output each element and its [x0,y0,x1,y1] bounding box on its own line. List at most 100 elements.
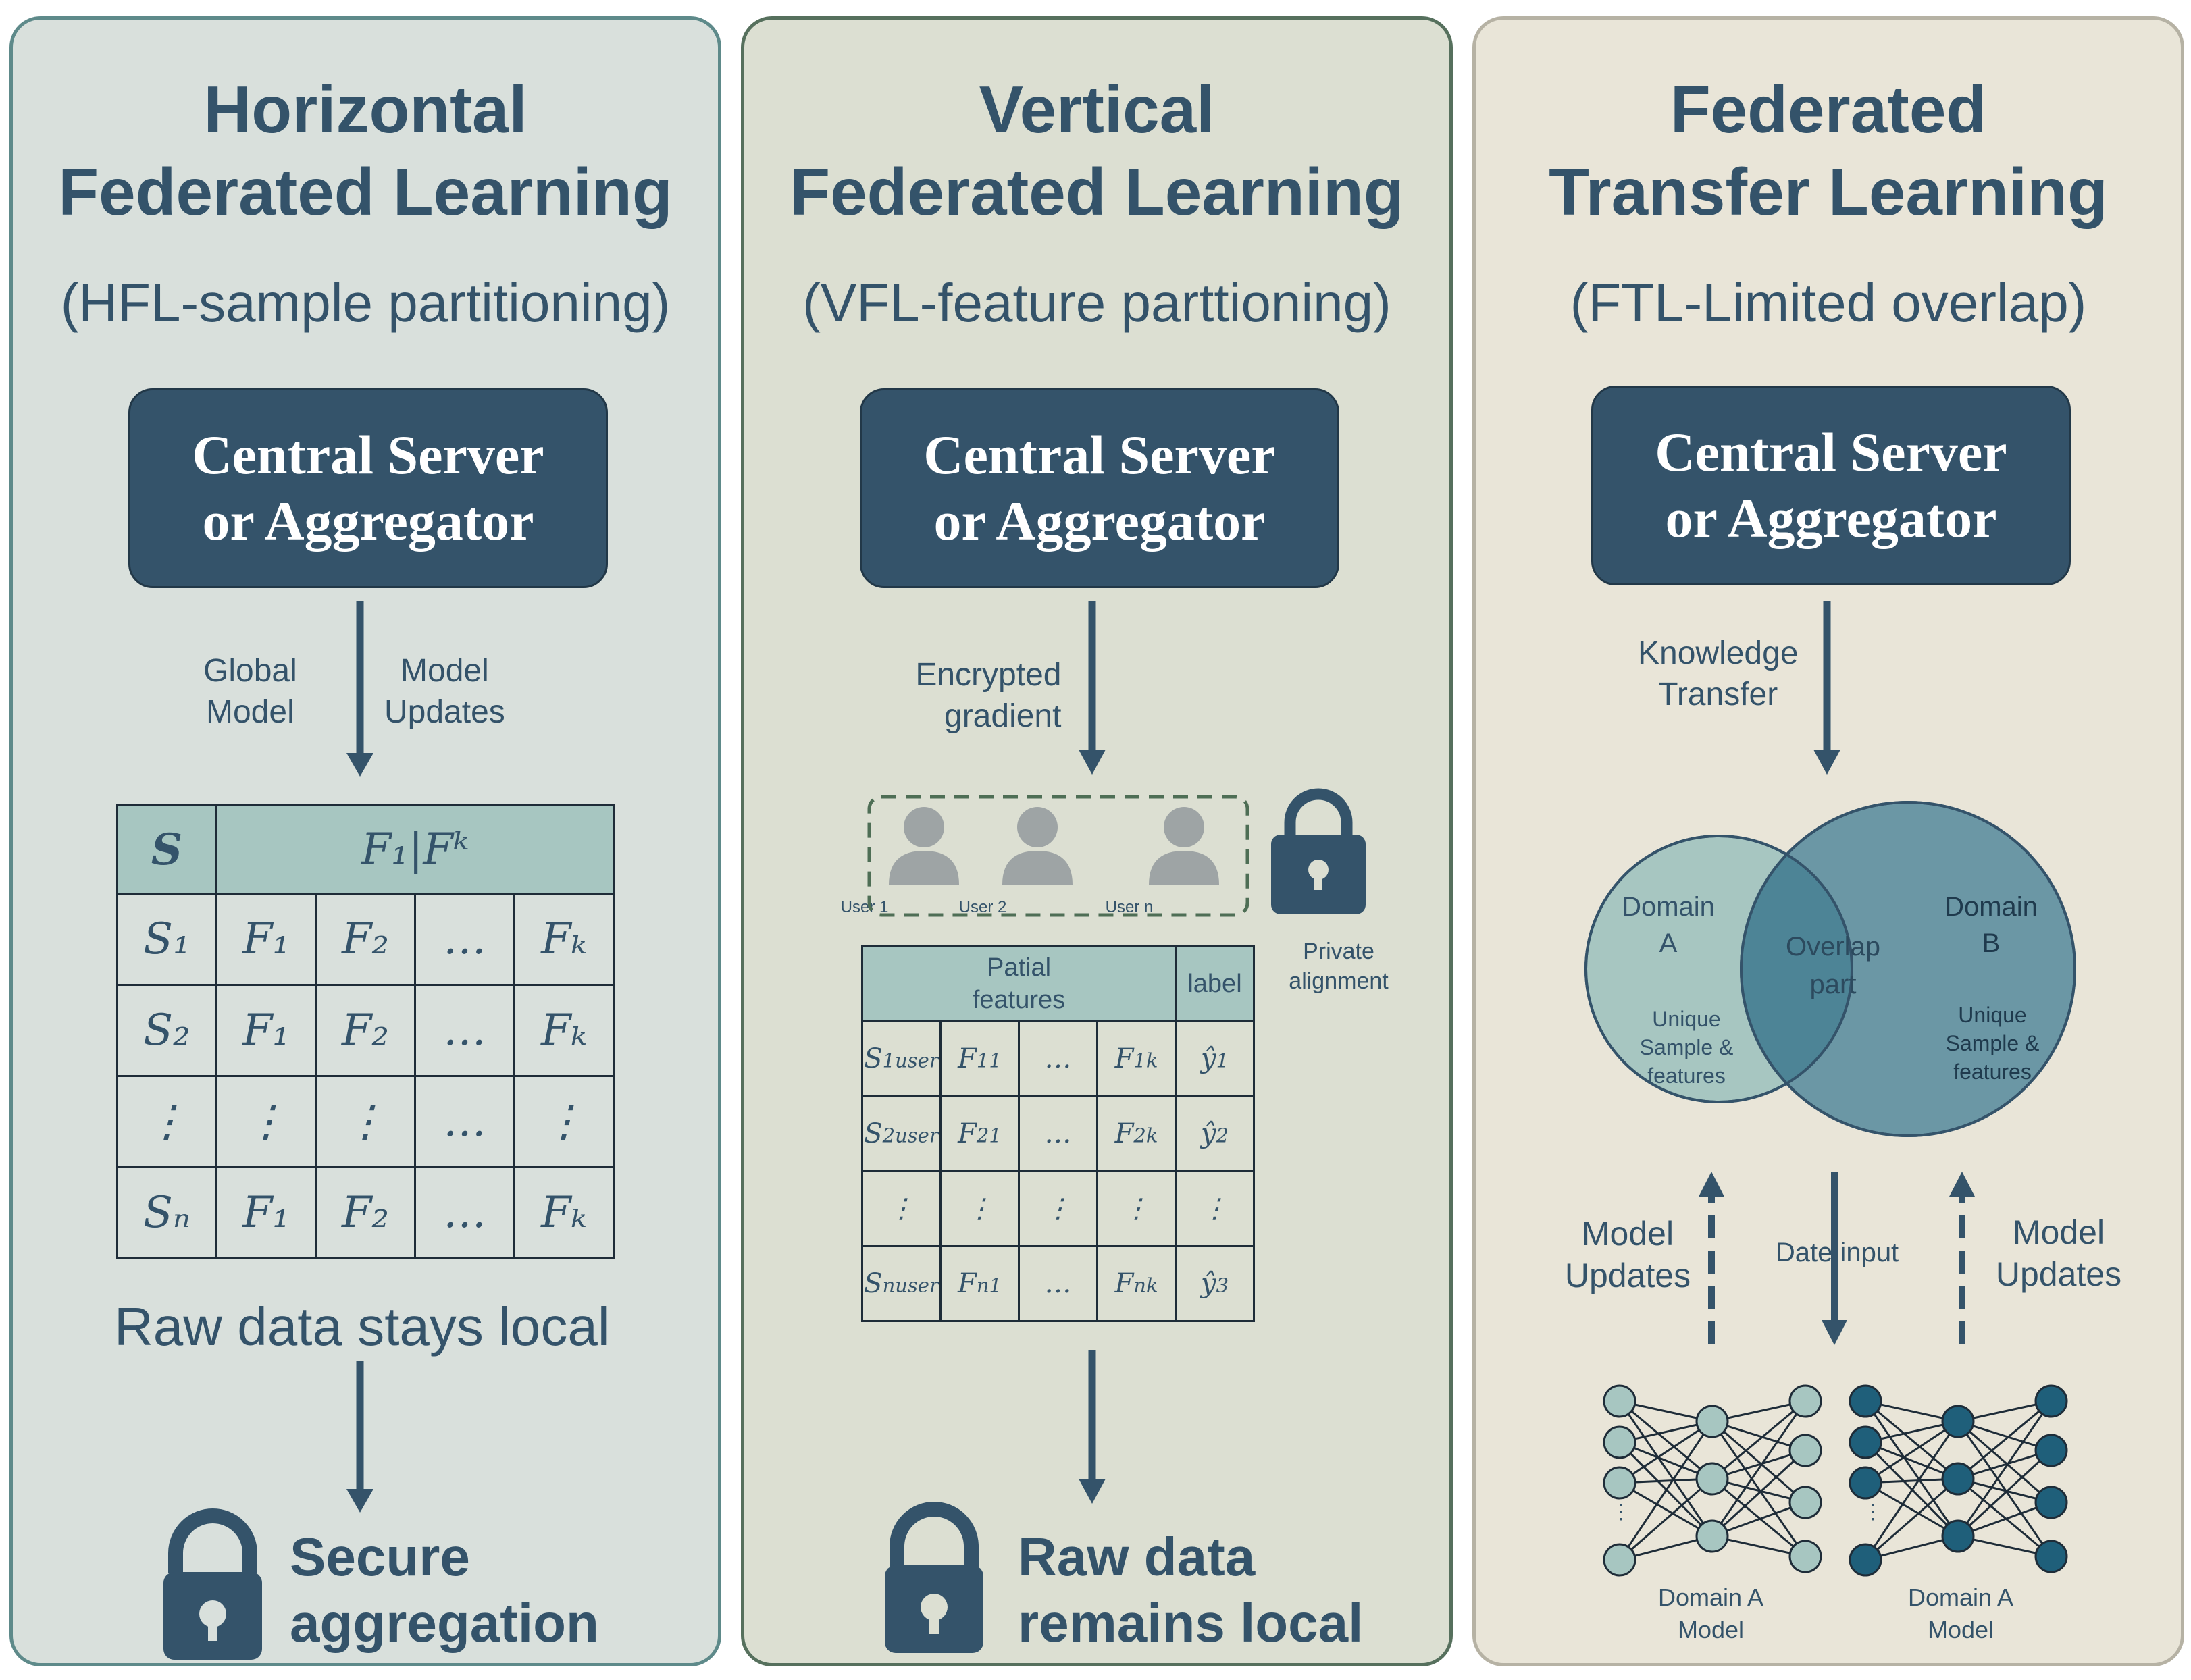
down-arrow-icon [1079,1350,1106,1504]
ftl-knowledge-line2: Transfer [1658,677,1778,712]
network-node [1603,1543,1636,1577]
network-edge [1865,1420,1959,1484]
network-edge [1865,1441,1959,1480]
network-edge [1619,1481,1713,1538]
table-row: S2user F21 … F2k ŷ2 [861,1095,1255,1172]
table-cell: ⋮ [215,1075,317,1168]
ftl-model2-line1: Domain A [1907,1583,2014,1611]
vfl-encrypted-line1: Encrypted [915,657,1062,693]
hfl-footer-line1: Secure [290,1527,470,1587]
table-cell: ⋮ [1018,1170,1098,1247]
network-edge [1618,1400,1713,1537]
ftl-model1-label: Domain A Model [1643,1581,1778,1646]
table-row: ⋮ ⋮ ⋮ ⋮ ⋮ [861,1170,1255,1247]
ftl-model1-line2: Model [1677,1616,1745,1644]
ftl-overlap-line1: Overlap [1785,932,1881,962]
network-node [1849,1543,1882,1577]
table-cell: F₁ [215,893,317,986]
table-cell: … [414,1166,515,1259]
ftl-domain-b-unique: Unique Sample & features [1922,1001,2063,1086]
network-node [2034,1540,2068,1573]
ftl-domain-a-line2: A [1659,928,1678,958]
table-cell: ⋮ [1175,1170,1255,1247]
table-cell: Fn1 [939,1245,1020,1322]
ftl-overlap-line2: part [1809,970,1857,999]
network-edge [1957,1400,2052,1480]
user-icon [1149,807,1219,885]
hfl-footer-line2: aggregation [290,1593,599,1653]
table-cell: Fₖ [513,984,615,1077]
network-node [1603,1466,1636,1500]
table-cell: Fₖ [513,1166,615,1259]
table-cell: F₂ [315,893,416,986]
user-icon [1002,807,1073,885]
table-cell: ⋮ [315,1075,416,1168]
ftl-title-line2: Transfer Learning [1549,155,2108,229]
network-edge [1711,1477,1806,1558]
network-edge [1957,1449,2053,1538]
hfl-global-model-line1: Global [203,653,297,689]
vfl-private-alignment-label: Private alignment [1264,937,1413,996]
dashed-up-arrow-icon [1949,1172,1975,1344]
table-cell: ŷ1 [1175,1020,1255,1097]
table-cell: … [1018,1245,1098,1322]
neural-network-icon [1849,1384,2068,1577]
ftl-overlap-label: Overlap part [1765,928,1901,1003]
ftl-network1-dots: ⋮ [1611,1501,1631,1523]
ftl-model1-line1: Domain A [1657,1583,1764,1611]
network-node [1695,1462,1729,1496]
hfl-header-s: S [116,804,217,895]
table-cell: F11 [939,1020,1020,1097]
vfl-title: Vertical Federated Learning [744,68,1449,233]
hfl-server-line2: or Aggregator [202,490,534,552]
lock-icon [885,1502,983,1653]
vfl-subtitle: (VFL-feature parttioning) [802,273,1391,333]
network-edge [1957,1421,2053,1557]
network-edge [1864,1400,1959,1537]
vfl-data-table: Patial features label S1user F11 … F1k ŷ… [861,945,1255,1322]
ftl-server-line1: Central Server [1655,421,2007,483]
hfl-panel: Horizontal Federated Learning (HFL-sampl… [9,16,721,1666]
vfl-table-header-row: Patial features label [861,945,1255,1022]
ftl-data-input-label: Date input [1775,1238,1899,1267]
network-node [1695,1519,1729,1553]
network-edge [1711,1420,1806,1504]
network-node [1788,1434,1822,1467]
network-node [1941,1405,1975,1438]
ftl-server-box: Central Server or Aggregator [1591,386,2071,585]
network-node [1788,1384,1822,1418]
network-node [2034,1384,2068,1418]
network-edge [1618,1421,1713,1560]
network-node [1603,1384,1636,1418]
hfl-model-updates-line2: Updates [384,694,505,730]
table-cell: Sₙ [116,1166,217,1259]
vfl-footer-line1: Raw data [1018,1527,1256,1587]
ftl-b-unique-line1: Unique [1958,1003,2027,1027]
network-node [1941,1462,1975,1496]
ftl-model2-label: Domain A Model [1893,1581,2028,1646]
table-row: Snuser Fn1 … Fnk ŷ3 [861,1245,1255,1322]
table-cell: Fₖ [513,893,615,986]
vfl-private-line2: alignment [1289,968,1389,994]
table-cell: ⋮ [116,1075,217,1168]
vfl-title-line2: Federated Learning [790,155,1404,229]
hfl-server-box: Central Server or Aggregator [128,388,608,588]
table-cell: … [1018,1095,1098,1172]
ftl-subtitle: (FTL-Limited overlap) [1570,273,2087,333]
user-icon [889,807,959,885]
hfl-server-line1: Central Server [192,424,544,485]
vfl-server-box: Central Server or Aggregator [860,388,1339,588]
lock-icon [163,1508,262,1660]
vfl-header-features: Patial features [861,945,1177,1022]
hfl-title: Horizontal Federated Learning [13,68,718,233]
network-edge [1957,1400,2053,1537]
table-row: Sₙ F₁ F₂ … Fₖ [116,1166,615,1259]
vfl-header-features-line1: Patial [986,953,1052,982]
hfl-footer: Secure aggregation [290,1524,599,1656]
network-node [1849,1466,1882,1500]
network-edge [1864,1421,1959,1560]
dashed-up-arrow-icon [1699,1172,1724,1344]
down-arrow-icon [346,601,373,777]
vfl-encrypted-gradient-label: Encrypted gradient [912,654,1061,737]
